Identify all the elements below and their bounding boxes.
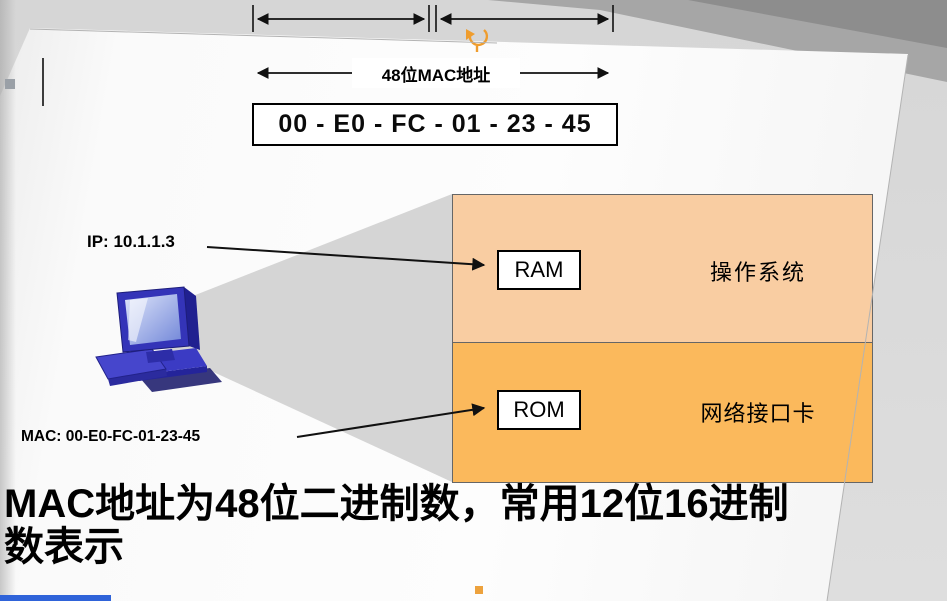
measurement-ticks [252, 5, 614, 32]
bit-width-label: 48位MAC地址 [352, 58, 520, 88]
ip-address-label: IP: 10.1.1.3 [87, 232, 175, 251]
template-bullet-square [5, 79, 15, 89]
rom-chip-box: ROM [497, 390, 581, 430]
caption-line2: 数表示 [4, 524, 124, 569]
left-edge-shade [0, 0, 16, 601]
bottom-accent-bar [0, 595, 111, 601]
ram-chip-box: RAM [497, 250, 581, 290]
mac-address-label: MAC: 00-E0-FC-01-23-45 [21, 428, 201, 445]
caption: MAC地址为48位二进制数，常用12位16进制 数表示 [4, 483, 944, 569]
template-vertical-line [42, 58, 44, 106]
bottom-orange-square [475, 586, 483, 594]
ram-desc-label: 操作系统 [709, 260, 806, 285]
rom-desc-label: 网络接口卡 [700, 401, 816, 426]
caption-line1: MAC地址为48位二进制数，常用12位16进制 [4, 482, 789, 526]
mac-address-box: 00 - E0 - FC - 01 - 23 - 45 [252, 103, 618, 146]
